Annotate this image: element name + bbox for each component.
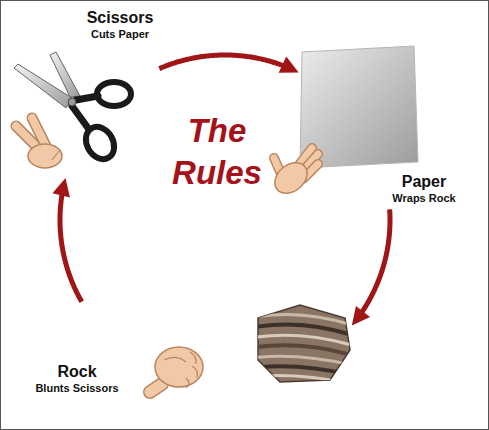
- node-label: PaperWraps Rock: [388, 172, 461, 205]
- scissors-handle: [97, 82, 131, 106]
- node-caption: Blunts Scissors: [33, 381, 122, 395]
- diagram-title: The Rules: [157, 110, 277, 194]
- arrowhead: [279, 57, 299, 73]
- arrow-line: [159, 55, 287, 69]
- node-heading: Scissors: [84, 8, 156, 27]
- arrowhead: [352, 306, 370, 326]
- node-heading: Rock: [33, 362, 122, 381]
- node-heading: Paper: [390, 172, 459, 191]
- rock-stripe: [250, 324, 355, 336]
- hand-thumb-line: [52, 150, 60, 160]
- scissors-handle: [80, 122, 120, 164]
- hand-finger-outline: [32, 118, 46, 146]
- arrow-line: [60, 191, 82, 302]
- scissors-pivot: [68, 98, 76, 106]
- rock-stripe: [250, 376, 355, 385]
- hand-sign-node: PaperWraps Rock: [298, 44, 461, 209]
- hand-wrist: [150, 384, 162, 392]
- hand-fist: [155, 347, 203, 387]
- node-label: ScissorsCuts Paper: [82, 8, 158, 41]
- cycle-arrow: [352, 209, 390, 325]
- node-label: RockBlunts Scissors: [31, 362, 124, 395]
- hand-sign-node: ScissorsCuts Paper: [8, 6, 158, 178]
- node-caption: Wraps Rock: [390, 191, 459, 205]
- cycle-arrow: [159, 55, 298, 73]
- rock-stripe: [250, 356, 355, 366]
- arrowhead: [52, 178, 70, 198]
- hand-knuckles: [186, 352, 197, 388]
- rock-stripe: [250, 366, 355, 376]
- hand-sign-node: RockBlunts Scissors: [27, 303, 353, 399]
- rock-stripes: [250, 314, 355, 385]
- hand-wrist-outline: [150, 384, 162, 392]
- scissors-blade: [50, 52, 80, 97]
- hand-thumb-line: [164, 357, 186, 362]
- arrow-line: [360, 209, 390, 315]
- rock-stripe: [250, 345, 355, 356]
- hand-palm: [269, 156, 313, 199]
- node-caption: Cuts Paper: [84, 27, 156, 41]
- scissors-arm: [72, 106, 88, 128]
- hand-finger: [32, 118, 46, 146]
- cycle-arrow: [52, 178, 81, 302]
- hand-palm: [28, 144, 62, 168]
